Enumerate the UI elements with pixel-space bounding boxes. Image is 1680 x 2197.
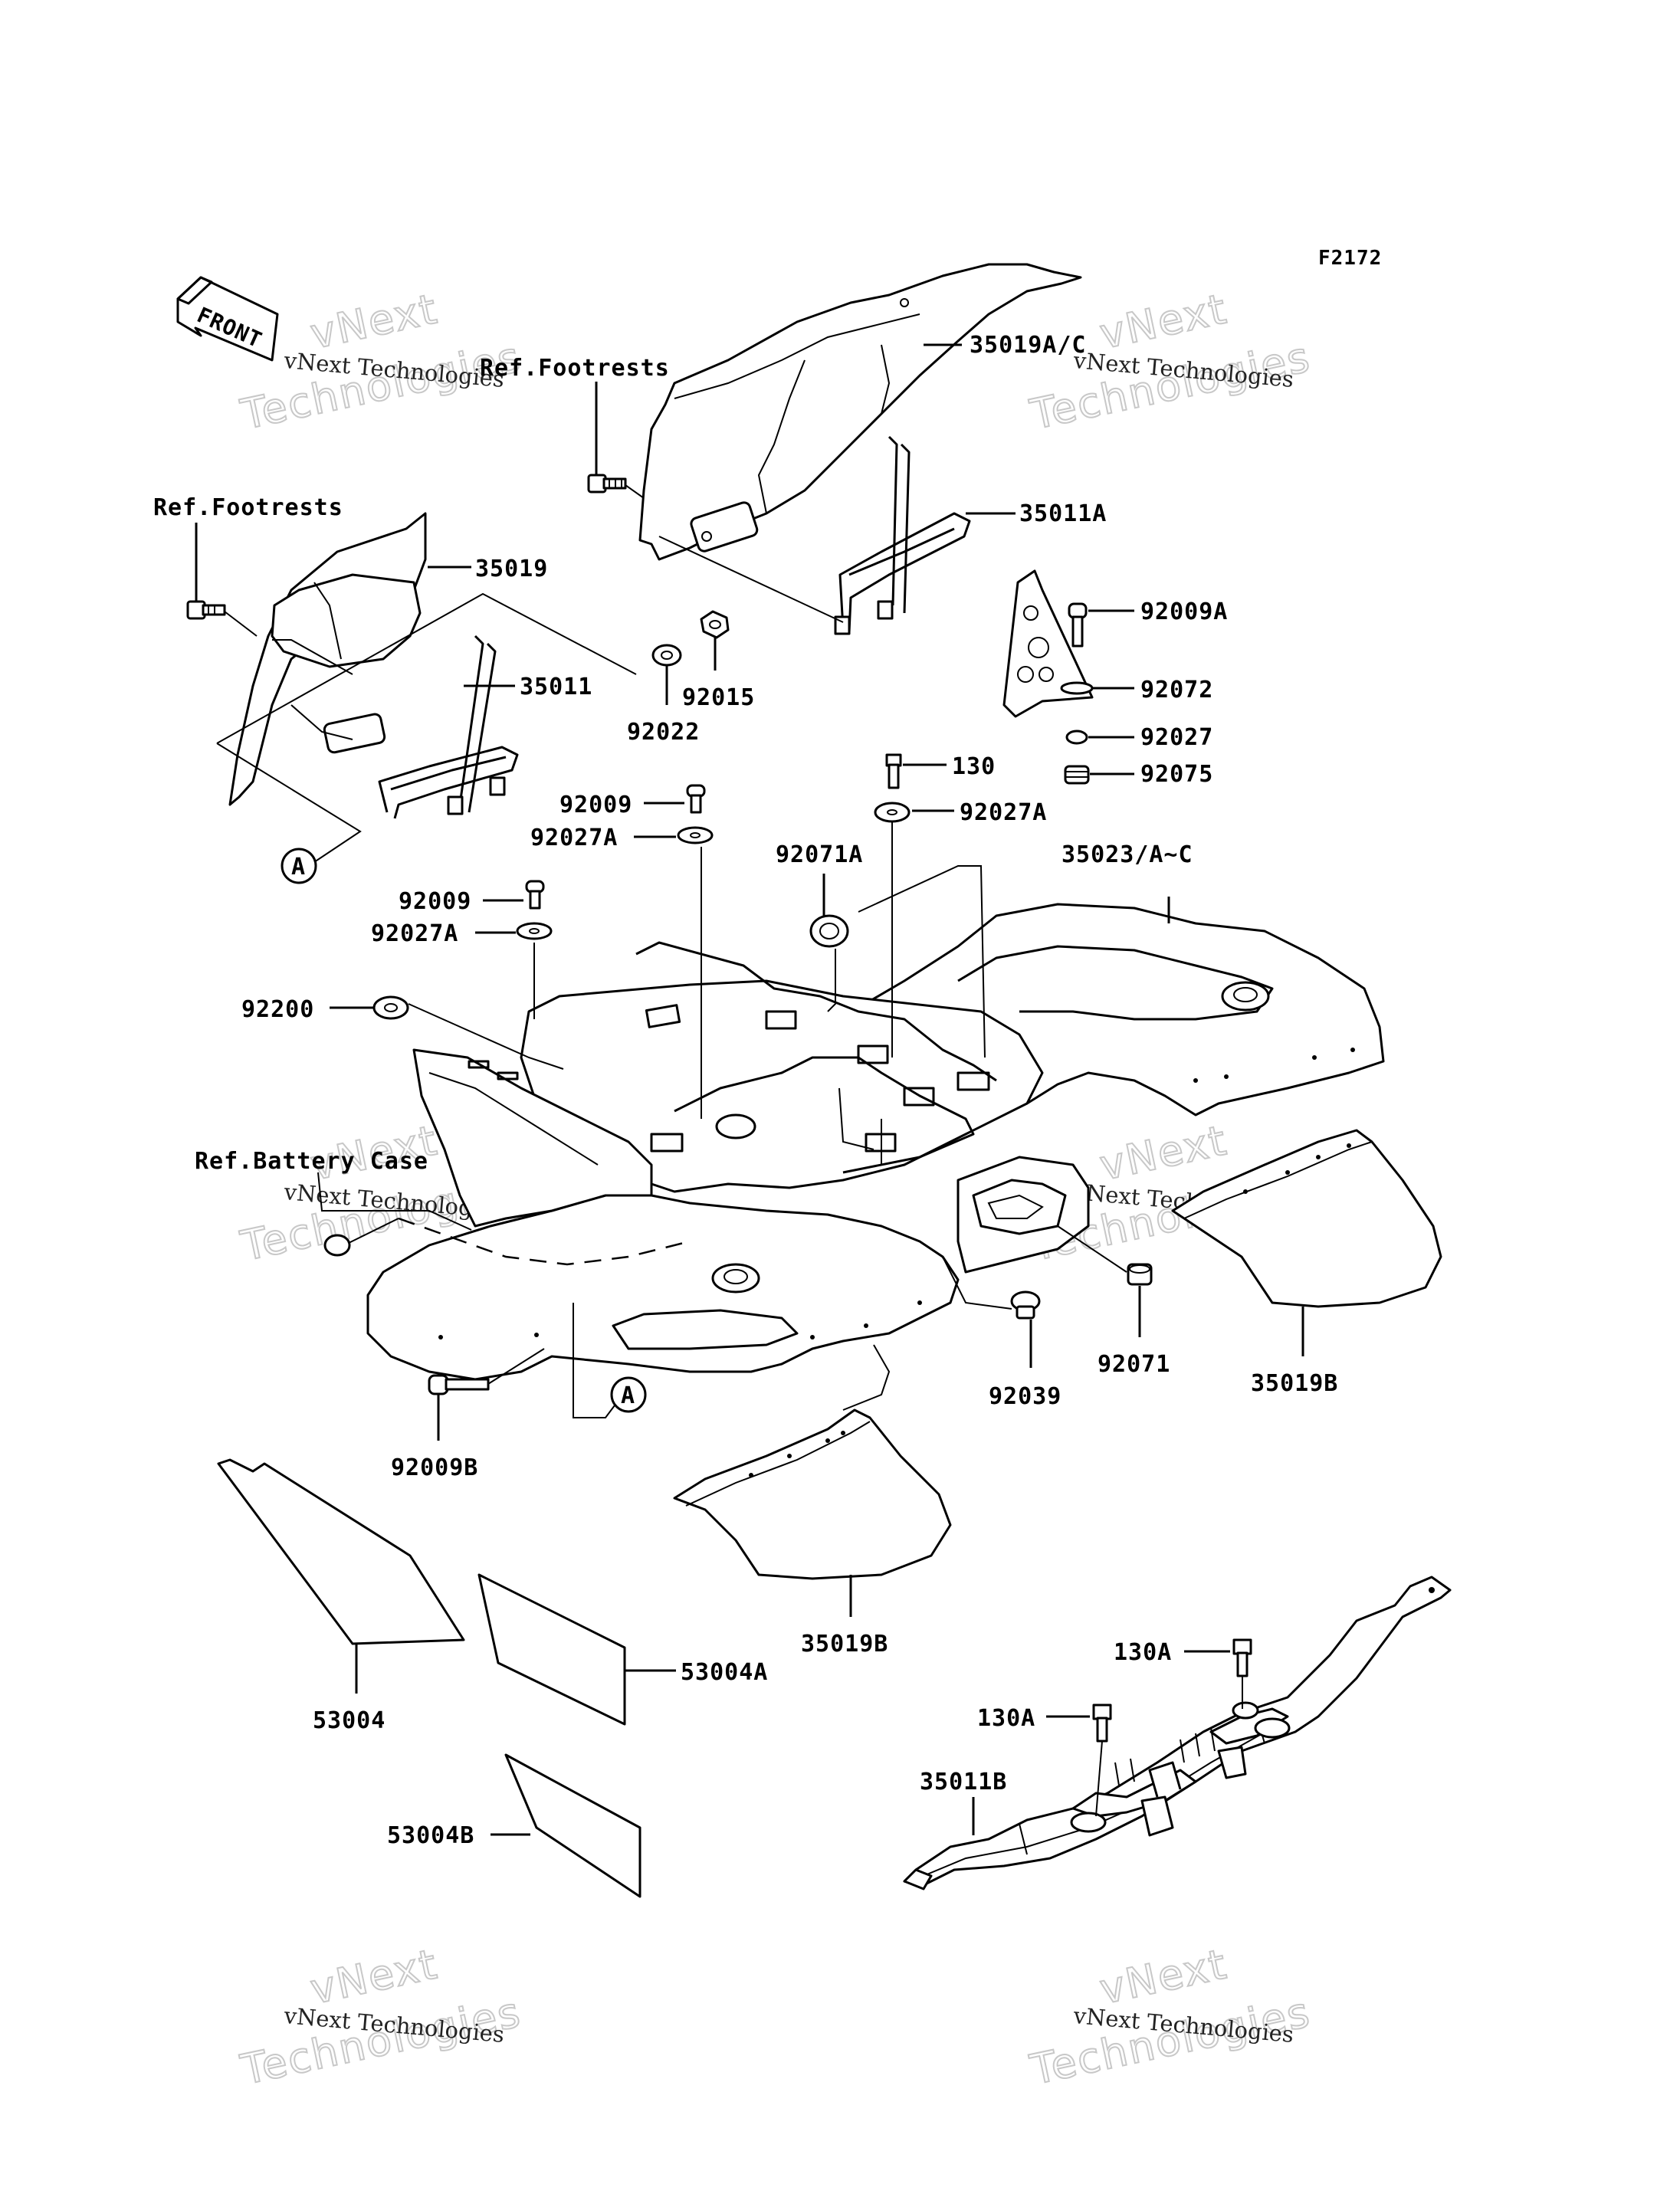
- bolt-92009-1: [686, 784, 706, 814]
- label-130a-1: 130A: [1114, 1639, 1172, 1666]
- label-130a-2: 130A: [977, 1705, 1035, 1732]
- label-92200: 92200: [241, 996, 314, 1023]
- watermark-vnext: vNext: [1096, 1940, 1232, 2014]
- cap-icon: [323, 1234, 351, 1257]
- callout-letter: A: [291, 854, 306, 880]
- watermark-bottom-left: vNext Technologies vNext Technologies: [236, 1939, 527, 2095]
- bolt-130a-2: [1092, 1703, 1112, 1743]
- mudflap-35019b-bottom: [673, 1408, 952, 1580]
- side-cover-35019: [228, 512, 427, 806]
- label-53004a: 53004A: [681, 1659, 768, 1686]
- label-92027a-right: 92027A: [960, 799, 1047, 826]
- label-35019b-right: 35019B: [1251, 1370, 1338, 1397]
- watermark-bottom-right: vNext Technologies vNext Technologies: [1025, 1939, 1316, 2095]
- label-35011: 35011: [520, 674, 592, 700]
- label-92039: 92039: [989, 1383, 1061, 1410]
- front-arrow-icon: FRONT: [176, 276, 279, 362]
- bolt-130a-1: [1232, 1638, 1252, 1677]
- label-92022: 92022: [627, 719, 700, 746]
- callout-letter: A: [621, 1382, 635, 1409]
- label-35011b: 35011B: [920, 1769, 1007, 1795]
- nut-92200: [372, 995, 409, 1020]
- label-92009b: 92009B: [391, 1454, 478, 1481]
- grommet-92071: [1127, 1263, 1153, 1286]
- label-92071a: 92071A: [776, 841, 863, 868]
- pin-92039: [1010, 1290, 1041, 1320]
- brace-35011: [378, 635, 519, 819]
- watermark-top-right: vNext Technologies vNext Technologies: [1025, 284, 1316, 440]
- grommet-92071a: [809, 914, 849, 948]
- washer-92027a-2: [516, 922, 553, 940]
- washer-92027a-right: [874, 802, 911, 823]
- label-53004: 53004: [313, 1707, 386, 1734]
- label-92075: 92075: [1140, 761, 1213, 788]
- ref-footrests-top: Ref.Footrests: [480, 355, 670, 382]
- watermark-vnext: vNext: [1096, 284, 1232, 359]
- label-35019ac: 35019A/C: [970, 332, 1087, 359]
- watermark-vnext: vNext: [307, 1940, 442, 2014]
- label-92015: 92015: [682, 684, 755, 711]
- side-cover-35019ac: [638, 263, 1082, 561]
- bolt-92009-2: [525, 880, 545, 910]
- bracket-35011b: [903, 1576, 1452, 1890]
- label-92071: 92071: [1098, 1351, 1170, 1378]
- label-92027: 92027: [1140, 724, 1213, 751]
- ref-battery-case: Ref.Battery Case: [195, 1148, 428, 1175]
- bolt-92009a: [1068, 602, 1088, 648]
- brace-35011a: [834, 435, 971, 635]
- label-35011a: 35011A: [1019, 500, 1107, 527]
- label-92027a-1: 92027A: [530, 825, 618, 851]
- grommet-92075: [1064, 765, 1090, 785]
- bracket-92072: [1002, 569, 1094, 718]
- bolt-92009b: [428, 1374, 490, 1395]
- callout-a-upper: A: [281, 848, 317, 884]
- decal-53004b: [504, 1753, 641, 1898]
- label-92072: 92072: [1140, 677, 1213, 703]
- label-92009a: 92009A: [1140, 598, 1228, 625]
- label-35023: 35023/A~C: [1061, 841, 1193, 868]
- label-35019: 35019: [475, 556, 548, 582]
- bolt-icon: [186, 600, 226, 620]
- label-92009-2: 92009: [399, 888, 471, 915]
- label-130: 130: [952, 753, 996, 780]
- decal-53004: [217, 1458, 465, 1645]
- bolt-130: [885, 753, 902, 789]
- label-53004b: 53004B: [387, 1822, 474, 1849]
- label-92009-1: 92009: [559, 792, 632, 818]
- mudflap-35019b-right: [1171, 1129, 1442, 1308]
- nut-92015: [700, 610, 730, 639]
- washer-92027a-1: [677, 826, 714, 844]
- callout-a-lower: A: [610, 1376, 647, 1413]
- watermark-vnext: vNext: [307, 284, 442, 359]
- washer-92022: [651, 644, 682, 667]
- fender-35023: [366, 903, 1385, 1381]
- ref-footrests-left: Ref.Footrests: [153, 494, 343, 521]
- watermark-vnext: vNext: [1096, 1116, 1232, 1190]
- label-92027a-2: 92027A: [371, 920, 458, 947]
- figure-code: F2172: [1318, 247, 1382, 270]
- bolt-icon: [587, 474, 627, 494]
- washer-92027: [1065, 730, 1088, 745]
- label-35019b-bottom: 35019B: [801, 1631, 888, 1658]
- decal-53004a: [477, 1573, 626, 1726]
- washer-92072: [1060, 681, 1094, 695]
